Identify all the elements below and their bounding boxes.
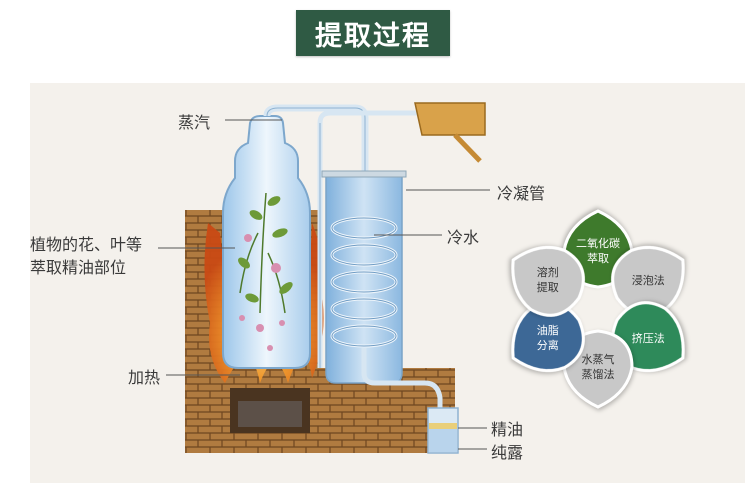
condenser-label: 冷凝管: [497, 184, 546, 203]
cold-water-label: 冷水: [447, 228, 480, 247]
method-label-line: 二氧化碳: [576, 237, 620, 250]
method-label-line: 分离: [536, 339, 559, 352]
title-banner: 提取过程: [296, 10, 450, 56]
distillation-illustration: 蒸汽 植物的花、叶等 萃取精油部位 加热 冷凝管 冷水 精油 纯露 二氧化碳萃取…: [30, 83, 745, 483]
method-label-line: 蒸馏法: [581, 368, 615, 381]
heating-label: 加热: [128, 368, 161, 387]
method-label-line: 溶剂: [536, 266, 559, 279]
hydrosol-label: 纯露: [491, 443, 524, 462]
method-label-line: 油脂: [536, 324, 559, 337]
method-label-line: 浸泡法: [631, 273, 665, 287]
method-label: 油脂分离: [518, 323, 578, 353]
method-label-line: 挤压法: [631, 331, 665, 345]
page-title: 提取过程: [315, 20, 431, 52]
method-label-line: 萃取: [587, 252, 609, 265]
plant-parts-label-1: 植物的花、叶等: [30, 235, 143, 254]
steam-label: 蒸汽: [178, 113, 211, 132]
method-label: 挤压法: [618, 331, 678, 346]
method-label-line: 水蒸气: [581, 353, 615, 366]
method-label: 浸泡法: [618, 273, 678, 288]
plant-parts-label-2: 萃取精油部位: [30, 258, 127, 277]
water-tap: [414, 102, 486, 136]
leader-lines: [158, 119, 490, 450]
essential-oil-label: 精油: [491, 420, 524, 439]
method-label: 溶剂提取: [518, 265, 578, 295]
method-label: 二氧化碳萃取: [568, 236, 628, 266]
method-label: 水蒸气蒸馏法: [568, 352, 628, 382]
distillation-flask: [222, 115, 311, 369]
method-label-line: 提取: [536, 281, 559, 294]
outlet-pipe: [361, 348, 443, 418]
water-supply-pipe: [317, 110, 422, 124]
base-bricks: [320, 368, 435, 453]
distillation-diagram: [158, 102, 490, 454]
